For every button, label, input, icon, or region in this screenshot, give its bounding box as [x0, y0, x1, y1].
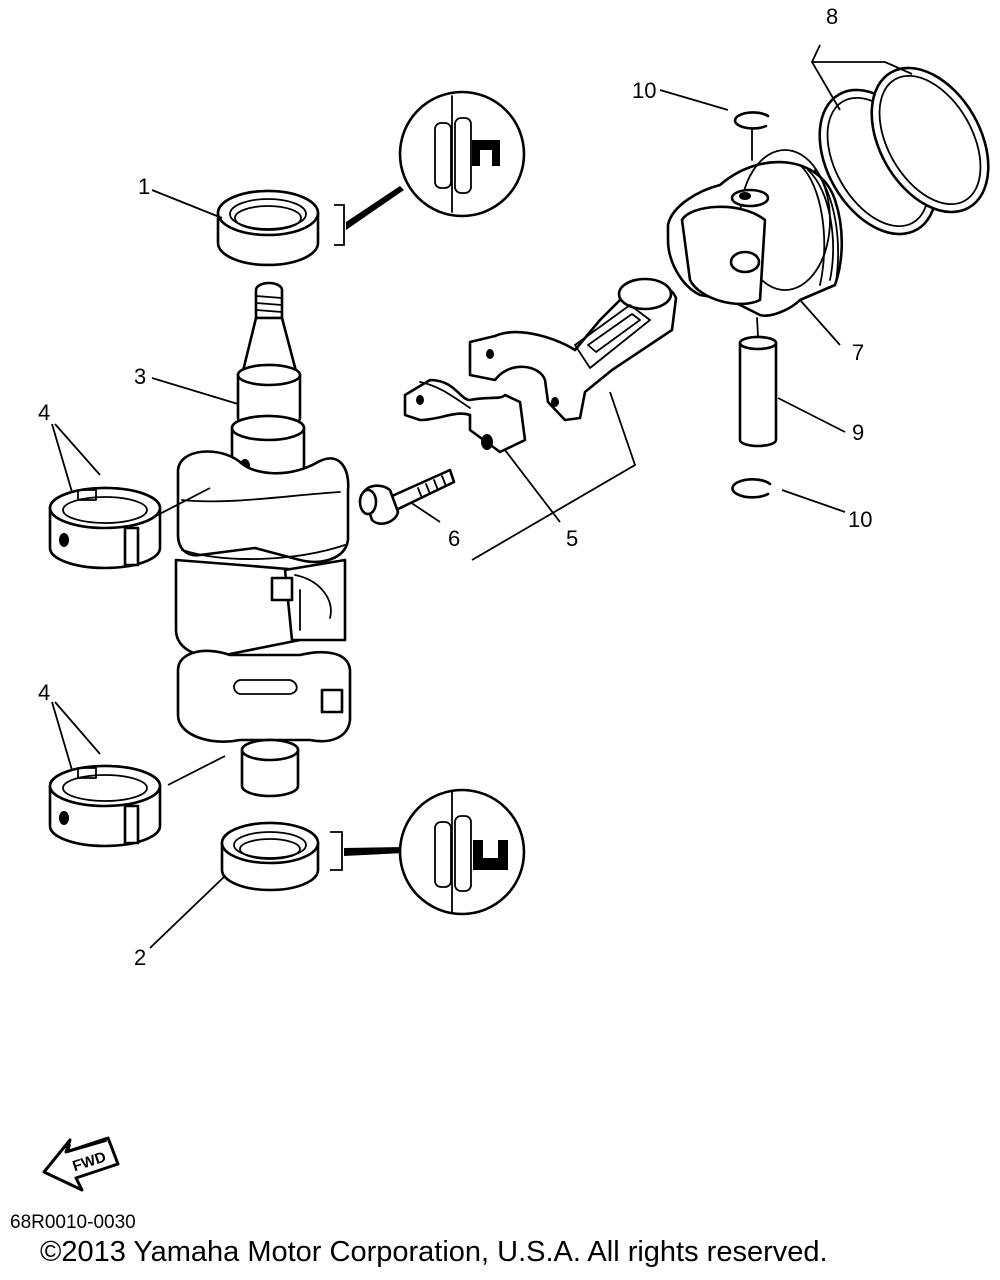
oil-seal-lower: [220, 821, 320, 892]
piston: [666, 149, 844, 317]
oil-seal-upper: [216, 189, 320, 267]
callout-8: 8: [826, 4, 838, 29]
callout-7: 7: [852, 340, 864, 365]
seal-detail-upper: [398, 90, 526, 218]
piston-ring-2: [870, 66, 990, 214]
callout-1: 1: [138, 174, 150, 199]
callout-2: 2: [134, 945, 146, 970]
main-bearing-lower: [48, 764, 162, 848]
callout-3: 3: [134, 364, 146, 389]
circlip-upper: [733, 111, 770, 130]
callout-10-lower: 10: [848, 507, 872, 532]
fwd-arrow-icon: FWD: [42, 1136, 120, 1192]
callout-5: 5: [566, 526, 578, 551]
callout-9: 9: [852, 420, 864, 445]
diagram-code: 68R0010-0030: [10, 1212, 136, 1233]
callout-10-upper: 10: [632, 78, 656, 103]
copyright-notice: ©2013 Yamaha Motor Corporation, U.S.A. A…: [40, 1236, 828, 1268]
connecting-rod: [403, 277, 678, 454]
main-bearing-upper: [48, 486, 162, 570]
circlip-lower: [731, 478, 772, 499]
callout-4-upper: 4: [38, 400, 50, 425]
piston-pin: [738, 335, 778, 448]
callout-4-lower: 4: [38, 680, 50, 705]
callout-6: 6: [448, 526, 460, 551]
crankshaft: [174, 281, 352, 798]
seal-detail-lower: [398, 788, 526, 916]
rod-bolt: [358, 468, 456, 525]
